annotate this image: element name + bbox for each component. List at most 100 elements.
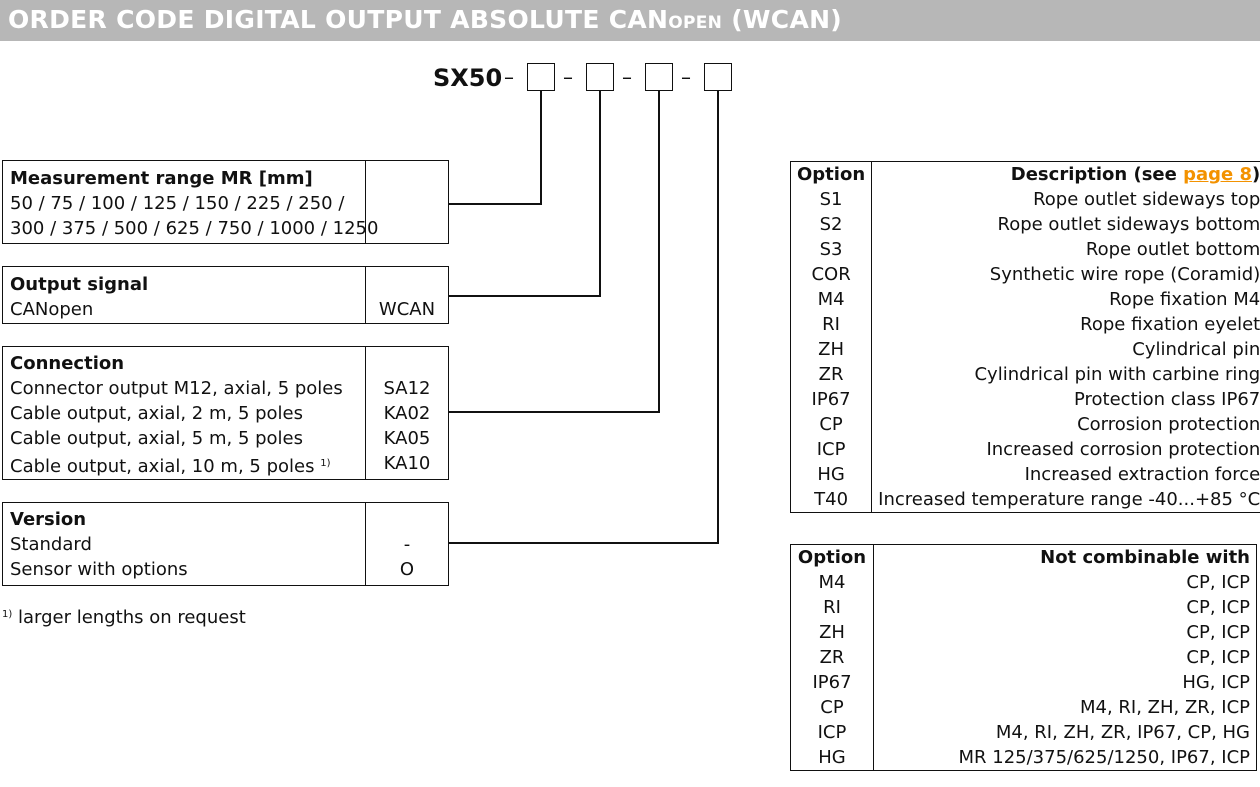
not-combinable-list: CP, ICP bbox=[873, 570, 1257, 595]
option-description: Rope outlet sideways top bbox=[871, 187, 1260, 212]
connector-line bbox=[658, 91, 660, 413]
measurement-values-line2: 300 / 375 / 500 / 625 / 750 / 1000 / 125… bbox=[10, 218, 379, 239]
option-code: ZR bbox=[790, 645, 874, 670]
code-dash: – bbox=[504, 65, 514, 89]
connection-option-code: KA05 bbox=[383, 428, 431, 449]
option-description: Rope outlet bottom bbox=[871, 237, 1260, 262]
option-code: S3 bbox=[789, 237, 873, 262]
option-code: RI bbox=[789, 312, 873, 337]
connection-option-label: Connector output M12, axial, 5 poles bbox=[10, 378, 343, 399]
connector-line bbox=[448, 542, 719, 544]
option-code: M4 bbox=[790, 570, 874, 595]
column-divider bbox=[365, 503, 366, 585]
connection-option-code: KA02 bbox=[383, 403, 431, 424]
connection-option-code: KA10 bbox=[383, 453, 431, 474]
option-description: Increased corrosion protection bbox=[871, 437, 1260, 462]
output-signal-code: WCAN bbox=[378, 299, 436, 320]
order-code-prefix: SX50 bbox=[433, 64, 503, 92]
option-code: HG bbox=[789, 462, 873, 487]
column-header-not-combinable: Not combinable with bbox=[873, 544, 1257, 570]
option-code: IP67 bbox=[790, 670, 874, 695]
version-option-code: - bbox=[403, 534, 411, 555]
connector-line bbox=[448, 203, 542, 205]
table-header-row: Option Not combinable with bbox=[790, 544, 1257, 570]
not-combinable-list: MR 125/375/625/1250, IP67, ICP bbox=[873, 745, 1257, 771]
option-description: Protection class IP67 bbox=[871, 387, 1260, 412]
footnote-marker: 1) bbox=[2, 609, 13, 620]
output-signal-heading: Output signal bbox=[10, 274, 149, 295]
option-code: S2 bbox=[789, 212, 873, 237]
column-divider bbox=[365, 267, 366, 323]
option-code: CP bbox=[790, 695, 874, 720]
not-combinable-list: HG, ICP bbox=[873, 670, 1257, 695]
option-description: Corrosion protection bbox=[871, 412, 1260, 437]
code-box-connection bbox=[645, 63, 673, 91]
option-description: Cylindrical pin with carbine ring bbox=[871, 362, 1260, 387]
code-dash: – bbox=[563, 65, 573, 89]
footnote: 1) larger lengths on request bbox=[2, 602, 246, 630]
not-combinable-list: M4, RI, ZH, ZR, IP67, CP, HG bbox=[873, 720, 1257, 745]
measurement-values-line1: 50 / 75 / 100 / 125 / 150 / 225 / 250 / bbox=[10, 193, 345, 214]
measurement-heading: Measurement range MR [mm] bbox=[10, 168, 313, 189]
page-title: ORDER CODE DIGITAL OUTPUT ABSOLUTE CANOP… bbox=[8, 5, 843, 34]
footnote-text: larger lengths on request bbox=[12, 607, 246, 628]
option-code: HG bbox=[790, 745, 874, 771]
version-option-label: Standard bbox=[10, 534, 92, 555]
connector-line bbox=[540, 91, 542, 205]
column-header-description: Description (see page 8) bbox=[871, 161, 1260, 187]
option-description: Rope fixation M4 bbox=[871, 287, 1260, 312]
code-dash: – bbox=[681, 65, 691, 89]
option-code: ZR bbox=[789, 362, 873, 387]
connector-line bbox=[448, 411, 660, 413]
not-combinable-list: CP, ICP bbox=[873, 595, 1257, 620]
connection-option-label: Cable output, axial, 10 m, 5 poles 1) bbox=[10, 456, 331, 477]
code-box-measurement bbox=[527, 63, 555, 91]
version-box: Version Standard - Sensor with options O bbox=[2, 502, 449, 586]
column-header-option: Option bbox=[789, 161, 873, 187]
option-code: ZH bbox=[789, 337, 873, 362]
page-link[interactable]: page 8 bbox=[1183, 164, 1253, 185]
option-description: Increased temperature range -40...+85 °C bbox=[871, 487, 1260, 513]
output-signal-label: CANopen bbox=[10, 299, 94, 320]
connector-line bbox=[448, 295, 601, 297]
option-code: ZH bbox=[790, 620, 874, 645]
not-combinable-list: CP, ICP bbox=[873, 645, 1257, 670]
code-dash: – bbox=[622, 65, 632, 89]
connector-line bbox=[599, 91, 601, 297]
code-box-version bbox=[704, 63, 732, 91]
version-option-code: O bbox=[399, 559, 415, 580]
measurement-range-box: Measurement range MR [mm] 50 / 75 / 100 … bbox=[2, 160, 449, 244]
option-code: M4 bbox=[789, 287, 873, 312]
connection-option-label: Cable output, axial, 5 m, 5 poles bbox=[10, 428, 304, 449]
column-divider bbox=[365, 161, 366, 243]
footnote-marker: 1) bbox=[320, 458, 331, 469]
not-combinable-list: M4, RI, ZH, ZR, ICP bbox=[873, 695, 1257, 720]
option-code: COR bbox=[789, 262, 873, 287]
version-option-label: Sensor with options bbox=[10, 559, 188, 580]
column-header-option: Option bbox=[790, 544, 874, 570]
version-heading: Version bbox=[10, 509, 87, 530]
connector-line bbox=[717, 91, 719, 544]
output-signal-box: Output signal CANopen WCAN bbox=[2, 266, 449, 324]
option-description: Synthetic wire rope (Coramid) bbox=[871, 262, 1260, 287]
option-description: Rope fixation eyelet bbox=[871, 312, 1260, 337]
option-code: ICP bbox=[790, 720, 874, 745]
